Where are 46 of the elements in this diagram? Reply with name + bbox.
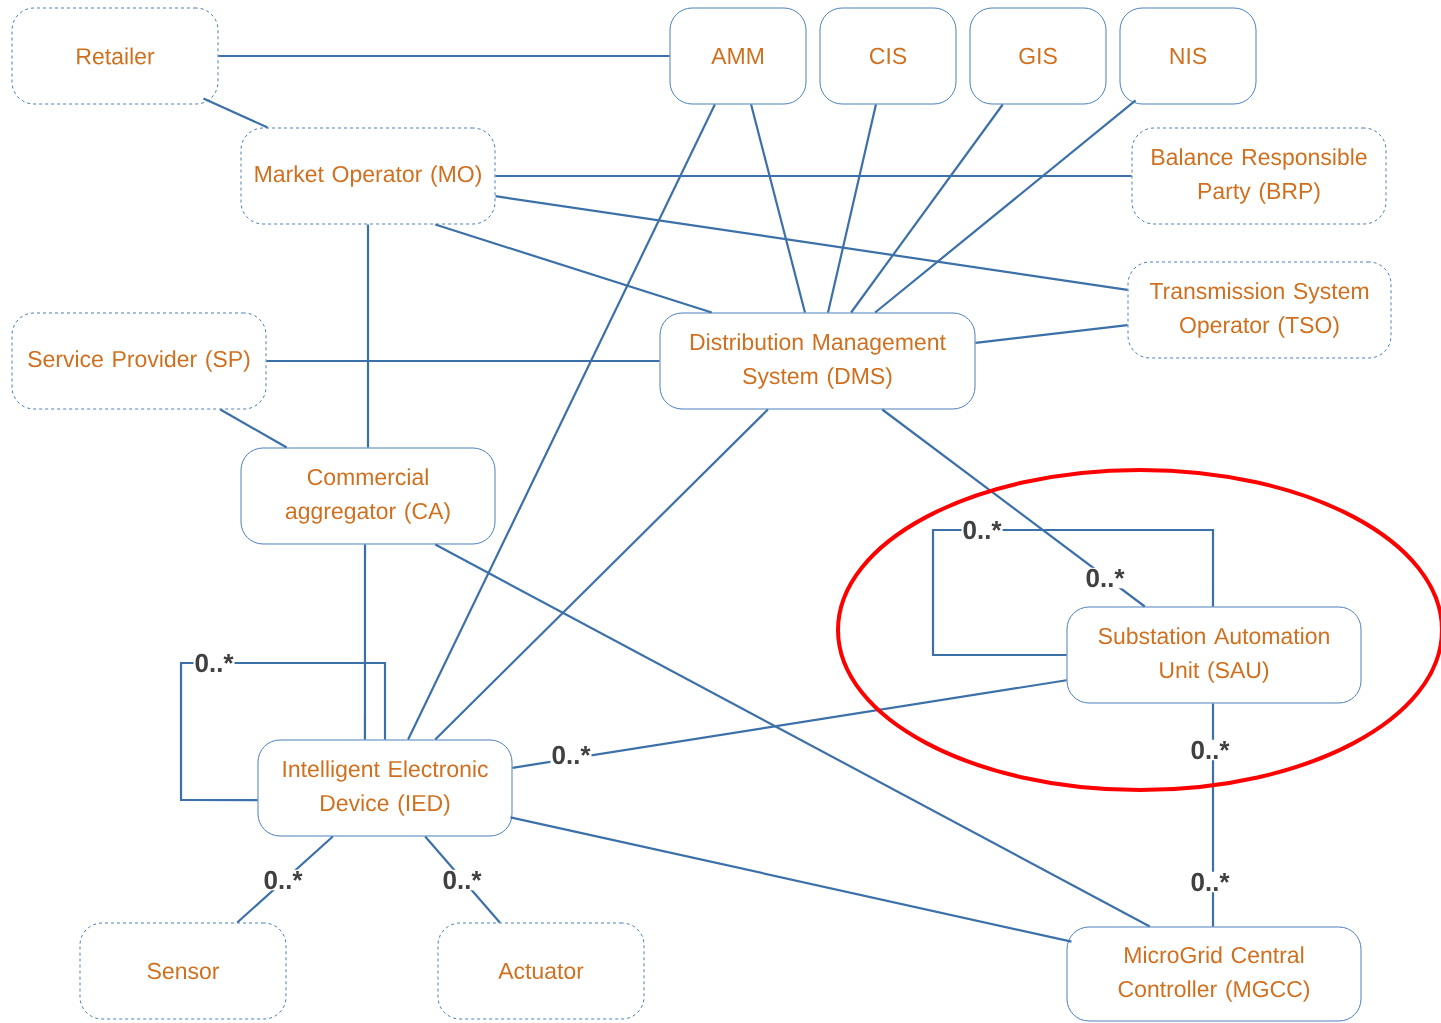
rounded-box: Substation Automation Unit (SAU)	[1066, 606, 1362, 704]
connector-line	[495, 195, 1128, 291]
multiplicity-label: 0..*	[1189, 739, 1231, 761]
dashed-box: Balance Responsible Party (BRP)	[1131, 127, 1387, 225]
multiplicity-label: 0..*	[193, 652, 235, 674]
multiplicity-label: 0..*	[1084, 567, 1126, 589]
connector-line	[510, 816, 1072, 943]
connector-line	[881, 408, 1146, 608]
dashed-box: Transmission System Operator (TSO)	[1127, 261, 1392, 359]
rounded-box: CIS	[819, 7, 957, 105]
dashed-box: Actuator	[437, 922, 645, 1020]
connector-line	[975, 324, 1128, 344]
connector-line	[179, 661, 387, 802]
connector-line	[874, 99, 1137, 314]
connector-line	[434, 223, 712, 314]
connector-line	[203, 97, 269, 129]
rounded-box: GIS	[969, 7, 1107, 105]
multiplicity-label: 0..*	[262, 869, 304, 891]
multiplicity-label: 0..*	[1189, 871, 1231, 893]
dashed-box: Sensor	[79, 922, 287, 1020]
dashed-box: Service Provider (SP)	[11, 312, 267, 410]
rounded-box: MicroGrid Central Controller (MGCC)	[1066, 926, 1362, 1022]
multiplicity-label: 0..*	[961, 519, 1003, 541]
connector-line	[434, 408, 769, 741]
connector-line	[363, 544, 367, 740]
connector-line	[931, 528, 1215, 657]
connector-line	[407, 104, 716, 740]
connector-line	[434, 543, 1151, 928]
dashed-box: Market Operator (MO)	[240, 127, 496, 225]
connector-line	[750, 104, 807, 313]
multiplicity-label: 0..*	[441, 869, 483, 891]
connector-line	[850, 103, 1004, 314]
connector-line	[218, 54, 670, 58]
connector-line	[366, 224, 370, 448]
connector-line	[826, 104, 877, 313]
rounded-box: NIS	[1119, 7, 1257, 105]
connector-line	[266, 359, 660, 363]
connector-line	[495, 174, 1132, 178]
rounded-box: Distribution Management System (DMS)	[659, 312, 976, 410]
multiplicity-label: 0..*	[550, 744, 592, 766]
dashed-box: Retailer	[11, 7, 219, 105]
rounded-box: Commercial aggregator (CA)	[240, 447, 496, 545]
connector-line	[512, 679, 1067, 769]
rounded-box: Intelligent Electronic Device (IED)	[257, 739, 513, 837]
connector-line	[219, 408, 288, 449]
rounded-box: AMM	[669, 7, 807, 105]
